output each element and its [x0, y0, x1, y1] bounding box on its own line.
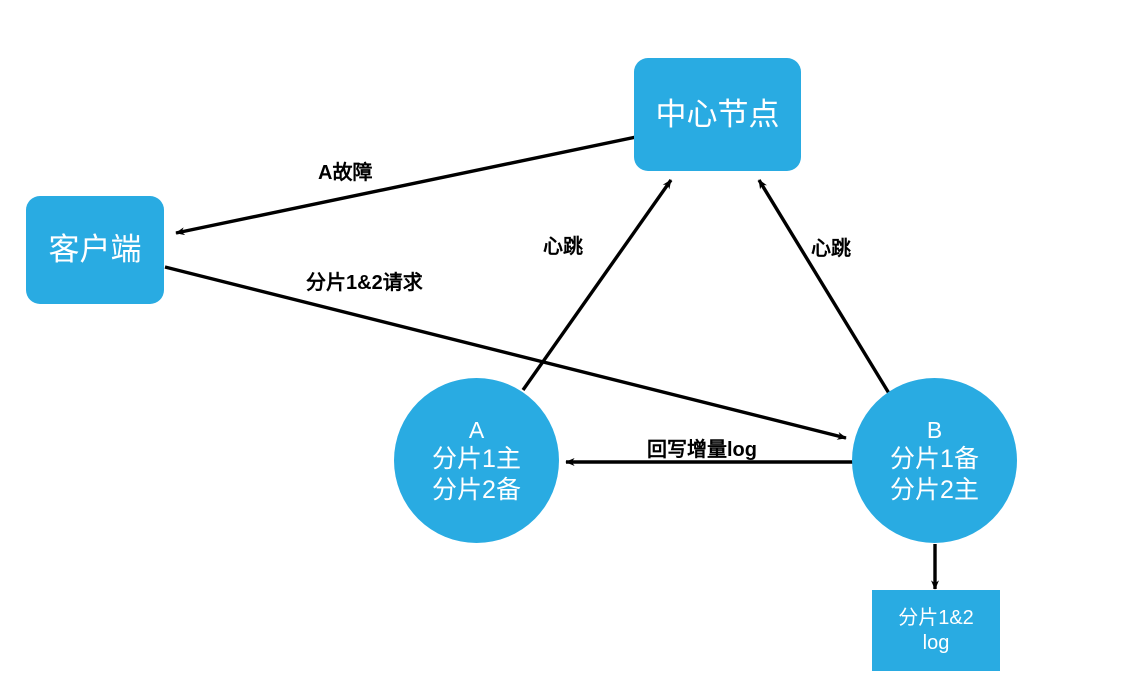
edge-center-to-client: [175, 135, 637, 236]
edge-label-writeback-log: 回写增量log: [647, 439, 757, 461]
node-a-label-2: 分片1主: [432, 445, 521, 474]
node-center-label-1: 中心节点: [655, 96, 780, 132]
edge-label-shard-request: 分片1&2请求: [306, 272, 423, 294]
node-a[interactable]: A 分片1主 分片2备: [394, 378, 559, 543]
node-b-label-1: B: [926, 416, 943, 443]
node-client[interactable]: 客户端: [26, 196, 164, 304]
node-log-label-2: log: [922, 631, 950, 654]
edge-b-to-center: [757, 179, 892, 396]
edge-client-to-b: [164, 265, 847, 440]
node-a-label-1: A: [468, 416, 485, 443]
node-b-label-2: 分片1备: [890, 445, 979, 474]
node-a-label-3: 分片2备: [432, 475, 521, 504]
edge-label-heartbeat-b: 心跳: [811, 238, 851, 260]
node-b[interactable]: B 分片1备 分片2主: [852, 378, 1017, 543]
node-b-label-3: 分片2主: [890, 475, 979, 504]
node-log[interactable]: 分片1&2 log: [872, 590, 1000, 671]
node-client-label-1: 客户端: [48, 232, 142, 268]
node-center[interactable]: 中心节点: [634, 58, 801, 171]
edge-label-heartbeat-a: 心跳: [543, 236, 583, 258]
node-log-label-1: 分片1&2: [898, 607, 974, 630]
edge-a-to-center: [521, 179, 673, 391]
edge-label-a-fault: A故障: [318, 162, 373, 184]
